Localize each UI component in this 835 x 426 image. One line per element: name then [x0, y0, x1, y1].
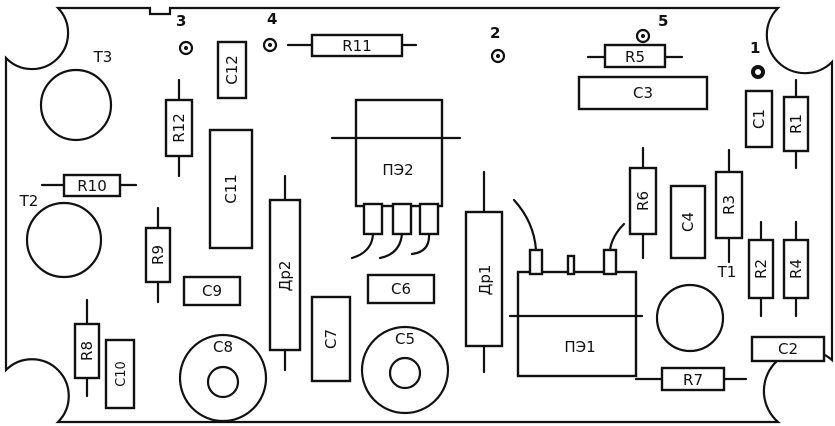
contact-point-label: 1 — [750, 39, 760, 57]
component-label: R2 — [752, 259, 770, 279]
contact-point-label: 3 — [176, 12, 186, 30]
resistor-r6: R6 — [628, 146, 658, 260]
capacitor-c1: C1 — [744, 89, 774, 149]
resistor-r4: R4 — [782, 220, 810, 318]
resistor-r12: R12 — [164, 78, 194, 178]
capacitor-c3: C3 — [577, 75, 709, 111]
capacitor-c6: C6 — [366, 273, 436, 305]
component-label: R5 — [625, 48, 645, 66]
contact-point-5: 5 — [635, 12, 668, 44]
resistor-r2: R2 — [747, 220, 775, 318]
component-label: R10 — [77, 177, 107, 195]
capacitor-c2: C2 — [750, 335, 826, 363]
component-label: C5 — [395, 330, 415, 348]
capacitor-c9: C9 — [182, 275, 242, 307]
resistor-r9: R9 — [144, 206, 172, 304]
component-label: R3 — [720, 195, 738, 215]
component-label: R4 — [787, 259, 805, 279]
contact-point-3: 3 — [176, 12, 194, 56]
capacitor-c7: C7 — [310, 295, 352, 383]
transistor-t1: T1 — [655, 263, 737, 353]
capacitor-c11: C11 — [208, 128, 254, 250]
component-label: T1 — [717, 263, 737, 281]
component-label: ПЭ2 — [382, 161, 413, 179]
capacitor-c5: C5 — [360, 325, 450, 415]
resistor-r8: R8 — [73, 298, 101, 398]
capacitor-c10: C10 — [104, 338, 136, 410]
contact-point-1: 1 — [750, 39, 765, 79]
choke-dr1: Др1 — [464, 170, 504, 374]
component-label: C4 — [679, 212, 697, 232]
component-label: R12 — [170, 113, 188, 143]
board-outline — [4, 6, 834, 424]
component-label: C9 — [202, 282, 222, 300]
transistor-t2: T2 — [19, 192, 103, 279]
component-label: R8 — [78, 341, 96, 361]
contact-point-2: 2 — [490, 24, 506, 64]
resistor-r10: R10 — [40, 173, 138, 198]
resistor-r7: R7 — [634, 366, 748, 392]
resistor-r1: R1 — [782, 78, 810, 170]
component-label: R1 — [787, 114, 805, 134]
component-label: R6 — [634, 191, 652, 211]
resistor-r5: R5 — [586, 43, 684, 69]
component-label: Др1 — [476, 265, 494, 296]
component-label: C3 — [633, 84, 653, 102]
component-label: T3 — [93, 48, 113, 66]
contact-point-label: 2 — [490, 24, 500, 42]
transistor-t3: T3 — [39, 48, 113, 142]
component-label: C6 — [391, 280, 411, 298]
contact-point-4: 4 — [262, 10, 277, 53]
component-label: C2 — [778, 340, 798, 358]
component-label: C1 — [750, 109, 768, 129]
capacitor-c12: C12 — [216, 40, 248, 100]
capacitor-c8: C8 — [178, 333, 268, 423]
resistor-r3: R3 — [714, 148, 744, 264]
filter-pe2: ПЭ2 — [330, 98, 462, 260]
choke-dr2: Др2 — [268, 174, 302, 372]
component-label: C12 — [223, 55, 241, 85]
capacitor-c4: C4 — [669, 184, 707, 260]
contact-point-label: 4 — [267, 10, 277, 28]
component-label: Др2 — [276, 261, 294, 292]
component-label: R11 — [342, 37, 372, 55]
resistor-r11: R11 — [286, 33, 418, 58]
filter-pe1: ПЭ1 — [508, 198, 644, 378]
component-label: R7 — [683, 371, 703, 389]
component-label: C8 — [213, 338, 233, 356]
component-label: C7 — [322, 329, 340, 349]
component-label: C11 — [222, 174, 240, 204]
component-label: C10 — [114, 361, 129, 387]
component-label: R9 — [149, 245, 167, 265]
component-label: T2 — [19, 192, 39, 210]
contact-point-label: 5 — [658, 12, 668, 30]
component-label: ПЭ1 — [564, 338, 595, 356]
